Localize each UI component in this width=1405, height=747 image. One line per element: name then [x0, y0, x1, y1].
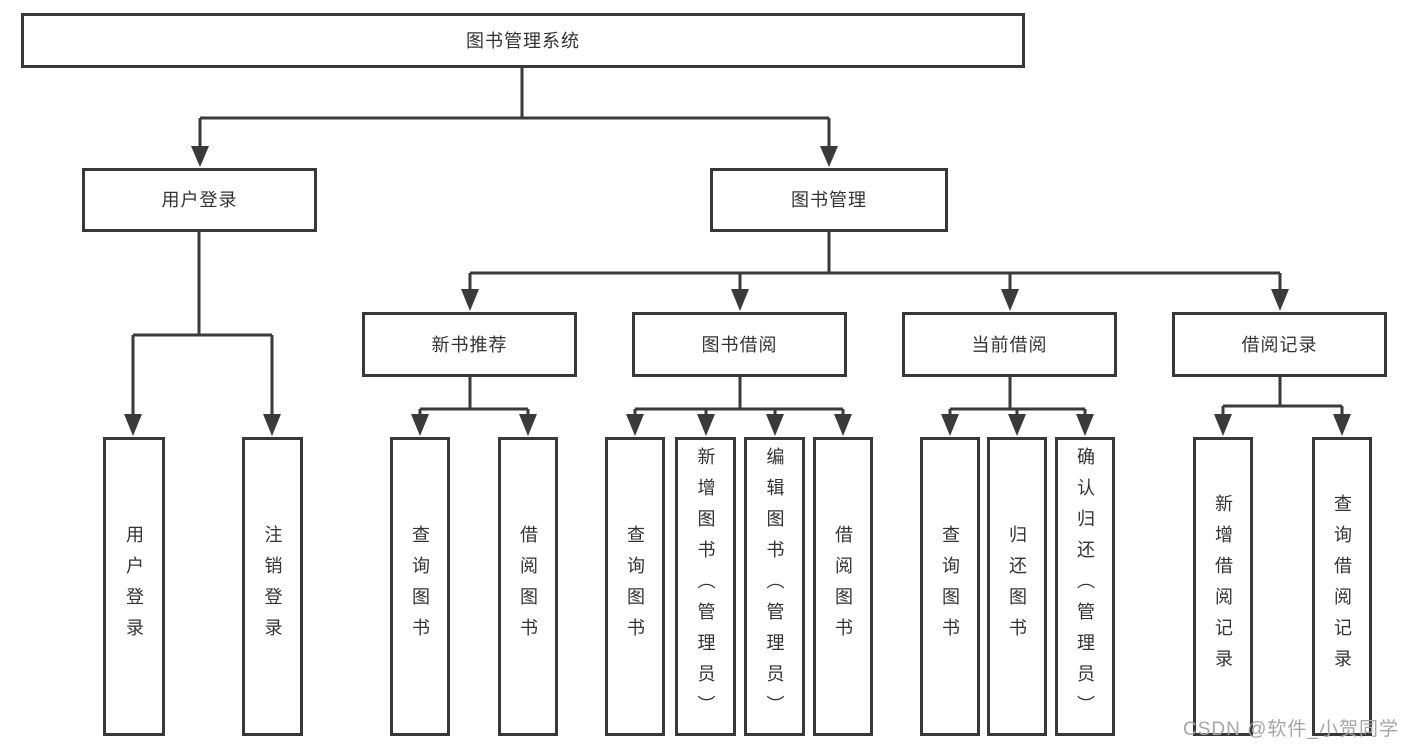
leaf-query-books-borrowing: 查询图书 [605, 437, 665, 736]
leaf-add-books-admin: 新增图书（管理员） [675, 437, 736, 736]
csdn-watermark: CSDN @软件_小贺同学 [1183, 719, 1399, 740]
leaf-user-login: 用户登录 [103, 437, 165, 736]
leaf-confirm-return-admin: 确认归还（管理员） [1055, 437, 1115, 736]
connector-user-login-branch [124, 232, 281, 436]
leaf-logout: 注销登录 [242, 437, 303, 736]
leaf-edit-books-admin: 编辑图书（管理员） [744, 437, 805, 736]
connector-current-borrowing-branch [941, 377, 1094, 436]
node-library-management-system: 图书管理系统 [21, 13, 1025, 68]
connector-book-borrowing-branch [626, 377, 852, 436]
connector-borrow-records-branch [1214, 377, 1351, 436]
connector-new-book-branch [411, 377, 537, 436]
node-book-management: 图书管理 [710, 168, 948, 232]
node-borrowing-records: 借阅记录 [1172, 312, 1387, 377]
leaf-borrow-books: 借阅图书 [813, 437, 873, 736]
node-current-borrowing: 当前借阅 [902, 312, 1117, 377]
connector-book-management-branch [461, 232, 1289, 311]
leaf-query-books-recommend: 查询图书 [390, 437, 450, 736]
leaf-query-borrow-record: 查询借阅记录 [1312, 437, 1372, 736]
leaf-borrow-books-recommend: 借阅图书 [498, 437, 558, 736]
leaf-add-borrow-record: 新增借阅记录 [1193, 437, 1253, 736]
leaf-return-books: 归还图书 [987, 437, 1047, 736]
node-user-login: 用户登录 [82, 168, 317, 232]
leaf-query-books-current: 查询图书 [920, 437, 980, 736]
node-new-book-recommendation: 新书推荐 [362, 312, 577, 377]
connector-root-to-level1 [191, 68, 838, 167]
node-book-borrowing: 图书借阅 [632, 312, 847, 377]
